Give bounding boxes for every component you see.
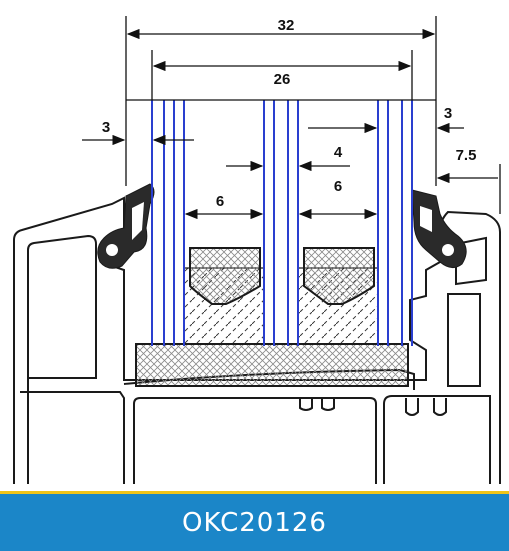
dim-label-left-gap: 6	[216, 193, 224, 210]
spacer-left	[189, 247, 261, 305]
dim-label-glass: 26	[274, 71, 291, 88]
dim-label-middle-pane: 4	[334, 144, 343, 161]
dim-label-bead-depth: 7.5	[456, 147, 477, 164]
dim-label-right-offset: 3	[444, 105, 452, 122]
dim-label-left-offset: 3	[102, 119, 110, 136]
dim-label-total: 32	[278, 17, 295, 34]
right-gasket	[411, 189, 467, 268]
left-gasket	[97, 183, 155, 269]
dimension-lines	[82, 16, 501, 220]
setting-block	[135, 343, 409, 387]
product-banner: OKC20126	[0, 491, 509, 551]
spacer-right	[303, 247, 375, 305]
dim-label-right-gap: 6	[334, 178, 342, 195]
product-code: OKC20126	[182, 507, 327, 538]
